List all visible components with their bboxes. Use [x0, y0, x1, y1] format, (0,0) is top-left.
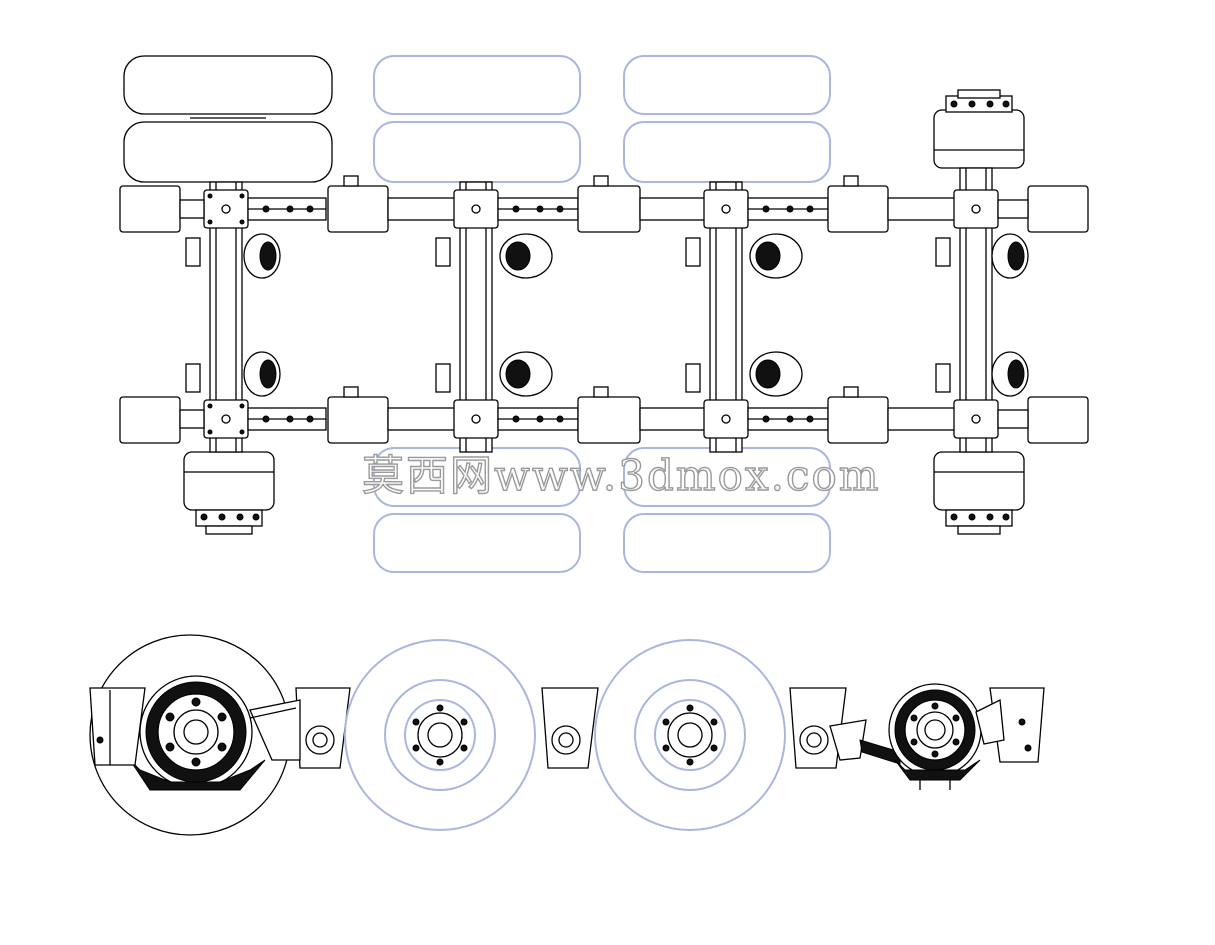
- watermark-text: 莫西网www.3dmox.com: [362, 451, 881, 500]
- side-hanger-1: [89, 687, 146, 766]
- side-hanger-2: [249, 687, 351, 769]
- axle-2: [327, 175, 579, 453]
- side-elevation: [89, 634, 1045, 836]
- side-wheel-1: [89, 634, 291, 836]
- axle-4: [827, 167, 1029, 453]
- side-hanger-5: [975, 687, 1045, 763]
- side-wheel-4: [888, 683, 982, 790]
- side-wheel-2: [344, 639, 536, 831]
- side-wheel-3: [594, 639, 786, 831]
- hub-assemblies: [183, 89, 1025, 535]
- side-hanger-4: [789, 687, 901, 769]
- top-tyres: [123, 55, 831, 183]
- bottom-tyres: [373, 447, 831, 573]
- plan-view: [119, 55, 1089, 573]
- axle-3: [577, 175, 829, 453]
- end-boxes: [119, 185, 1089, 444]
- axle-1: [179, 181, 327, 453]
- side-hanger-3: [541, 687, 599, 769]
